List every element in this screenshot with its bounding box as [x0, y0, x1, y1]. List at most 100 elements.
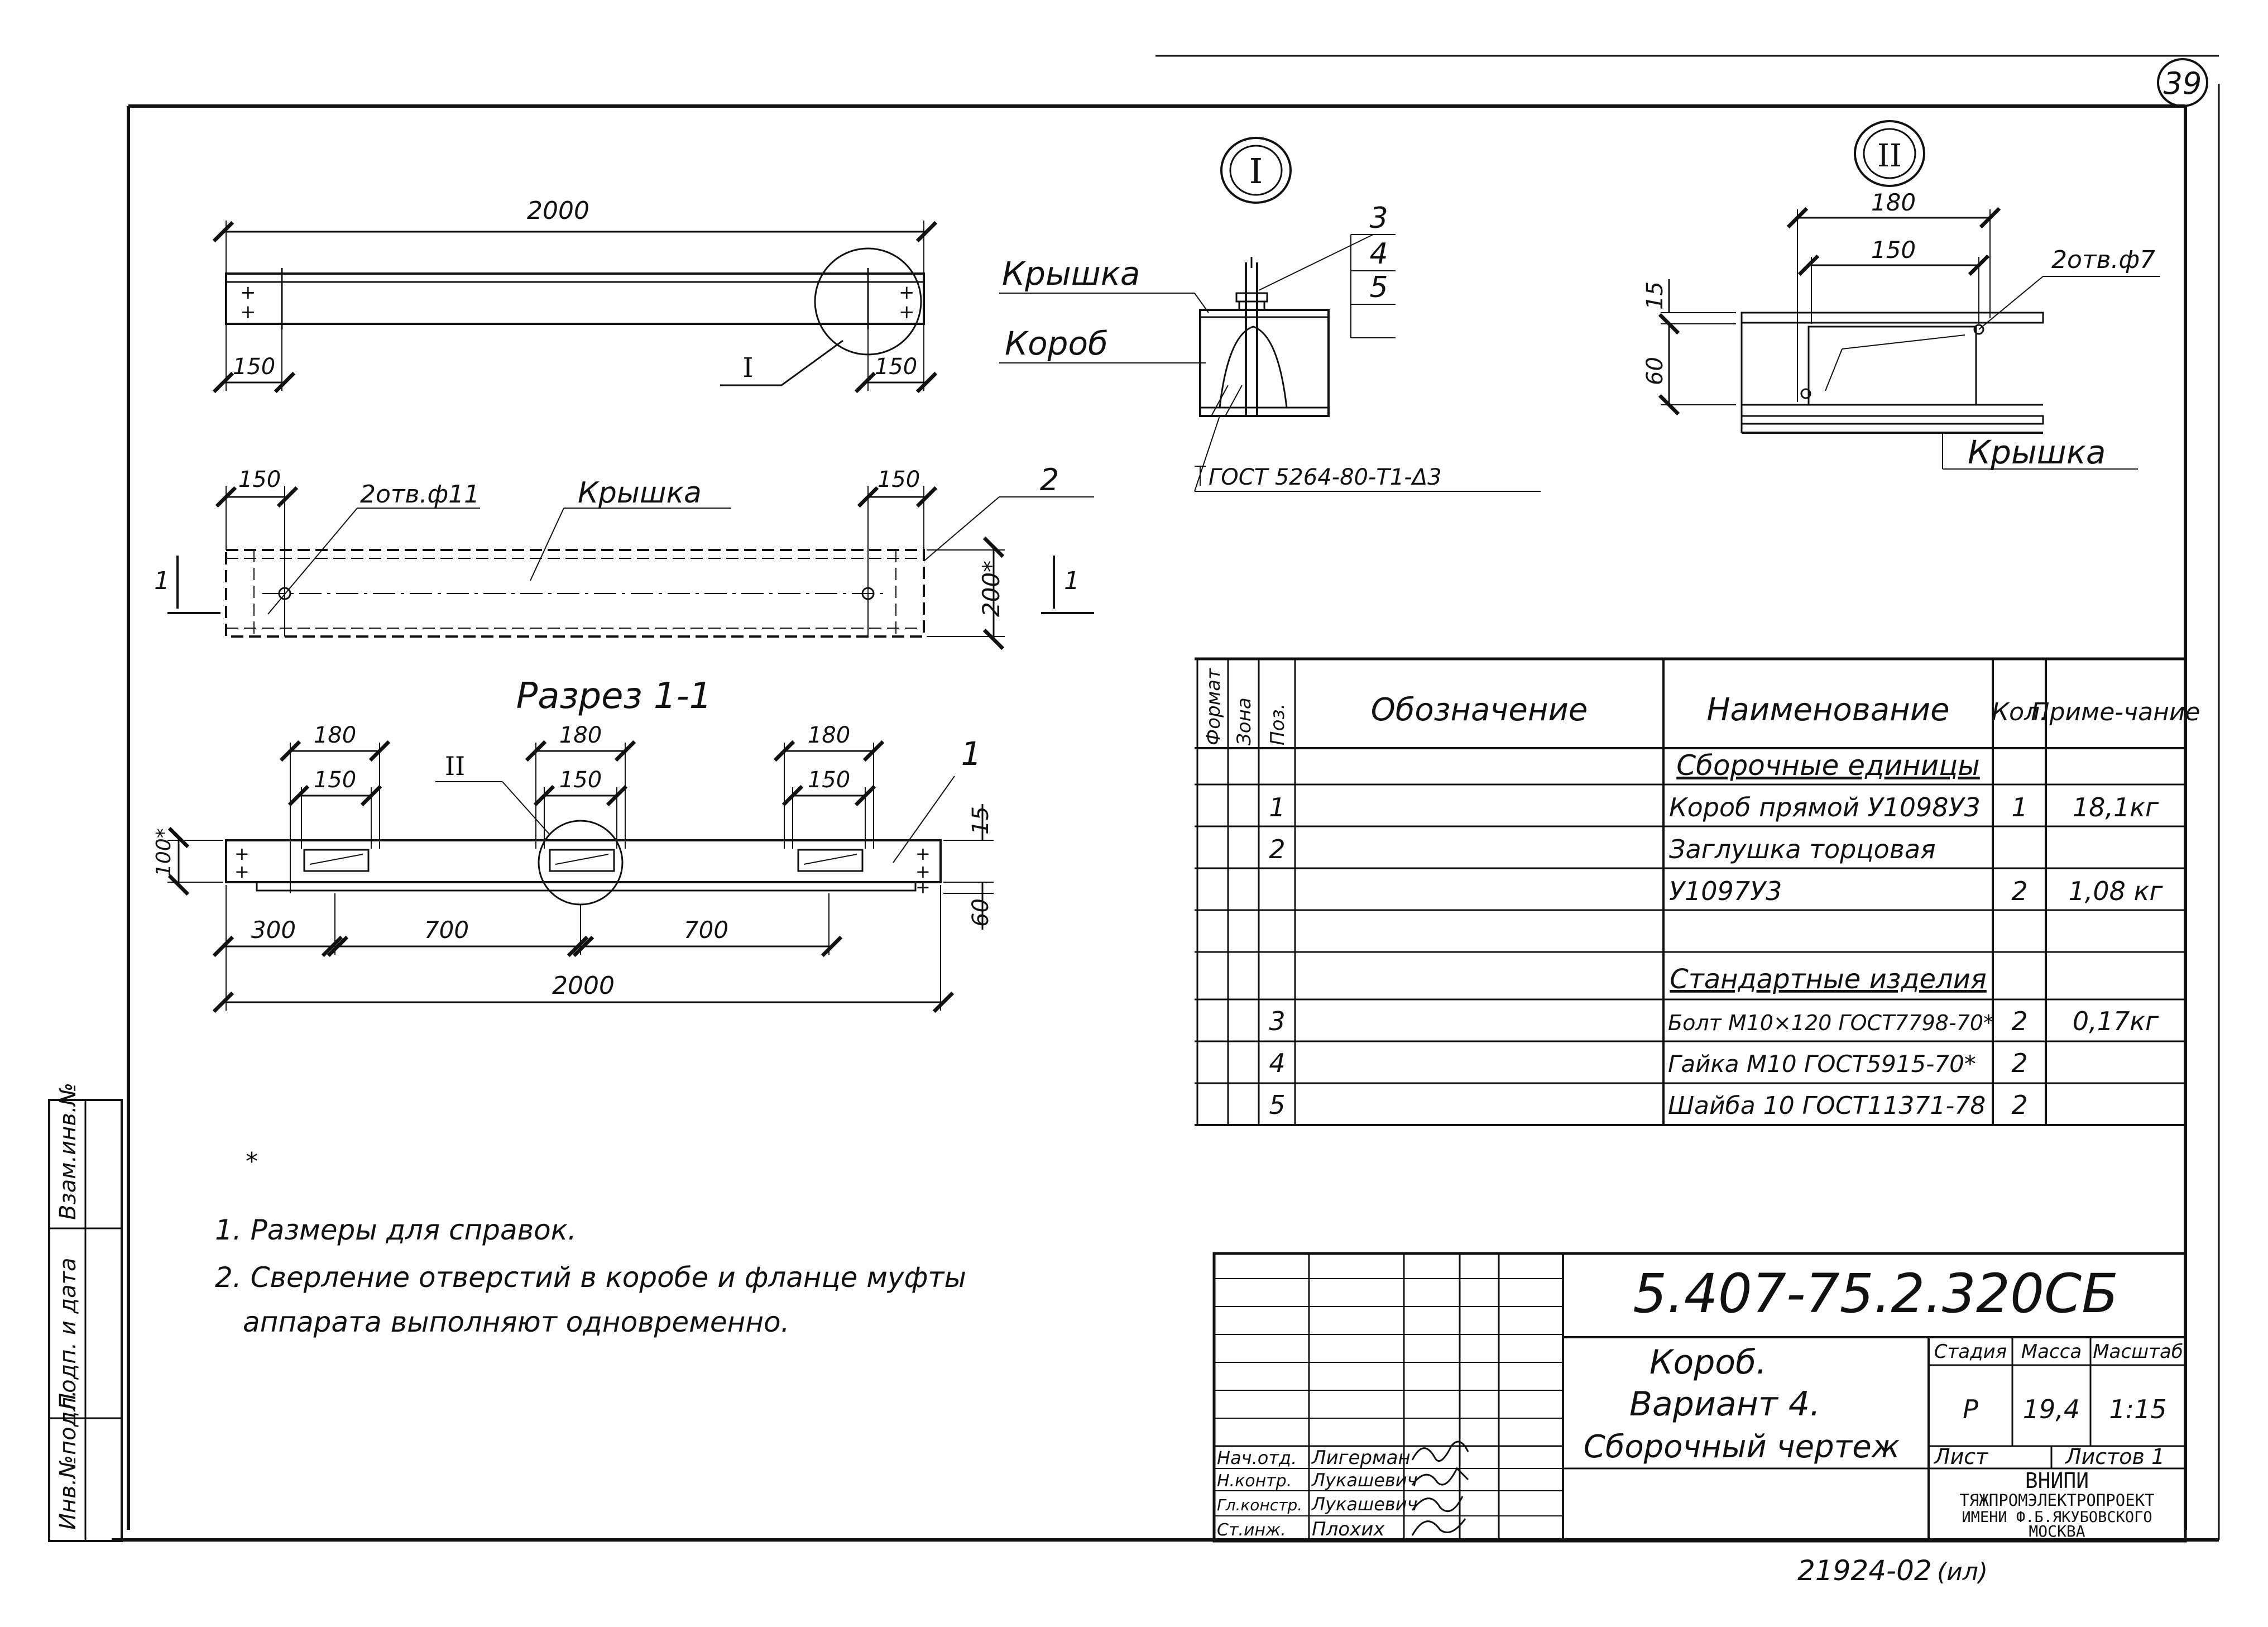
- side-stamp-sign: Подп. и дата: [55, 1258, 81, 1410]
- row6-qty: 2: [2011, 1006, 2027, 1036]
- dim-spacing-700b: 700: [684, 916, 728, 944]
- value-stage: Р: [1963, 1394, 1978, 1424]
- detail-1: I 3 4 5 Крышка Короб ГОСТ 5264-80-Т1-Δ3: [999, 137, 1541, 492]
- row6-note: 0,17кг: [2073, 1006, 2159, 1036]
- svg-text:+: +: [240, 301, 256, 323]
- title-line-3: Сборочный чертеж: [1584, 1429, 1900, 1465]
- title-line-2: Вариант 4.: [1629, 1385, 1820, 1424]
- row6-pos: 3: [1269, 1006, 1285, 1036]
- row1-qty: 1: [2011, 792, 2027, 822]
- row-section-standard: Стандартные изделия: [1670, 964, 1987, 995]
- hole-note-plan: 2отв.ф11: [360, 480, 480, 509]
- detail-2: II 180 150 2отв.ф7 15 60 Крышка: [1642, 120, 2160, 471]
- svg-text:+: +: [234, 861, 250, 882]
- dim-length-top: 2000: [527, 197, 589, 225]
- detail2-hole-note: 2отв.ф7: [2051, 246, 2155, 274]
- th-pos: Поз.: [1267, 704, 1289, 745]
- part-pos-2: 2: [1040, 462, 1059, 497]
- svg-text:+: +: [240, 281, 256, 304]
- dim-height-section: 100*: [152, 828, 175, 877]
- th-designation: Обозначение: [1371, 692, 1588, 728]
- dim-width-plan: 200*: [977, 561, 1005, 617]
- row7-name: Гайка М10 ГОСТ5915-70*: [1668, 1050, 1976, 1078]
- svg-text:+: +: [899, 281, 915, 304]
- th-zone: Зона: [1233, 697, 1255, 745]
- win1-inner: 150: [314, 767, 356, 793]
- svg-text:+: +: [899, 301, 915, 323]
- side-stamp-replace: Взам.инв.№: [55, 1083, 81, 1220]
- detail2-cover-label: Крышка: [1968, 433, 2106, 471]
- row3-qty: 2: [2011, 876, 2027, 906]
- footer: 21924-02 (ил): [1797, 1554, 1988, 1587]
- spec-table: [1195, 657, 2185, 1126]
- label-stage: Стадия: [1934, 1341, 2007, 1363]
- row-section-assemblies: Сборочные единицы: [1676, 749, 1980, 782]
- detail-ref-section: II: [445, 751, 465, 781]
- dim-end-right-plan: 150: [878, 467, 920, 492]
- side-stamp: Инв.№подл. Подп. и дата Взам.инв.№: [48, 1083, 123, 1542]
- staff-role-1: Нач.отд.: [1217, 1447, 1297, 1468]
- title-line-1: Короб.: [1650, 1343, 1767, 1382]
- section-window-2: 180 150 II: [435, 722, 636, 906]
- dim-15-section: 15: [968, 806, 994, 835]
- value-scale: 1:15: [2109, 1394, 2166, 1424]
- title-block: [1212, 1252, 2187, 1543]
- dim-60-section: 60: [968, 898, 994, 927]
- row2-name: Заглушка торцовая: [1669, 834, 1936, 864]
- staff-name-1: Лигерман: [1311, 1447, 1411, 1469]
- detail-ref-top: I: [743, 352, 754, 384]
- callout-detail-2: II: [1877, 138, 1902, 174]
- staff-role-4: Ст.инж.: [1217, 1520, 1286, 1540]
- row1-pos: 1: [1269, 792, 1285, 822]
- label-scale: Масштаб: [2093, 1341, 2183, 1363]
- title-block-text: 5.407-75.2.320СБ Короб. Вариант 4. Сборо…: [1217, 1262, 2183, 1540]
- detail1-box-label: Короб: [1005, 324, 1108, 362]
- row8-pos: 5: [1269, 1090, 1285, 1120]
- detail2-dim-60: 60: [1642, 357, 1668, 385]
- staff-name-2: Лукашевич: [1311, 1470, 1417, 1491]
- label-sheet: Лист: [1933, 1444, 1989, 1469]
- sheet-number-text: 39: [2164, 66, 2202, 101]
- dim-end-left-plan: 150: [238, 467, 281, 492]
- svg-text:+: +: [915, 861, 931, 882]
- detail1-weld-note: ГОСТ 5264-80-Т1-Δ3: [1209, 465, 1442, 490]
- section-mark-right: 1: [1064, 567, 1080, 595]
- detail1-pos-3: 3: [1369, 202, 1388, 235]
- detail1-pos-4: 4: [1369, 237, 1388, 271]
- archive-mark: (ил): [1937, 1558, 1988, 1586]
- row1-note: 18,1кг: [2073, 792, 2159, 822]
- signatures: [1411, 1441, 1469, 1536]
- th-format: Формат: [1202, 668, 1225, 745]
- staff-role-3: Гл.констр.: [1217, 1496, 1302, 1514]
- win3-outer: 180: [808, 722, 850, 748]
- detail1-cover-label: Крышка: [1002, 255, 1140, 293]
- row3-note: 1,08 кг: [2069, 876, 2164, 906]
- section-window-1: 180 150: [279, 722, 391, 893]
- sheet-number: 39: [2157, 58, 2208, 107]
- section-title: Разрез 1-1: [516, 676, 712, 717]
- part-pos-1: 1: [961, 735, 982, 773]
- side-stamp-inv: Инв.№подл.: [55, 1390, 81, 1530]
- doc-code: 5.407-75.2.320СБ: [1633, 1262, 2118, 1325]
- staff-role-2: Н.контр.: [1217, 1471, 1292, 1491]
- callout-detail-1: I: [1249, 151, 1263, 192]
- detail2-dim-inner: 150: [1871, 236, 1916, 264]
- win1-outer: 180: [314, 722, 356, 748]
- svg-text:+: +: [915, 843, 931, 864]
- th-name: Наименование: [1706, 692, 1949, 728]
- dim-spacing-700a: 700: [424, 916, 469, 944]
- row8-name: Шайба 10 ГОСТ11371-78: [1668, 1092, 1986, 1120]
- row6-name: Болт М10×120 ГОСТ7798-70*: [1668, 1011, 1994, 1035]
- dim-end-left-top: 150: [233, 354, 275, 380]
- value-mass: 19,4: [2023, 1394, 2080, 1424]
- org-line-4: МОСКВА: [2029, 1522, 2085, 1540]
- row3-name: У1097У3: [1669, 876, 1782, 906]
- notes: * 1. Размеры для справок. 2. Сверление о…: [215, 1147, 966, 1338]
- detail2-dim-outer: 180: [1871, 189, 1916, 216]
- section-window-3: 180 150: [773, 722, 885, 872]
- spec-table-rows: Сборочные единицы 1 Короб прямой У1098У3…: [1269, 749, 2163, 1120]
- view-top: 2000 + + + + 150 150 I: [212, 197, 938, 394]
- win2-inner: 150: [559, 767, 602, 793]
- notes-asterisk: *: [246, 1147, 258, 1176]
- win3-inner: 150: [808, 767, 850, 793]
